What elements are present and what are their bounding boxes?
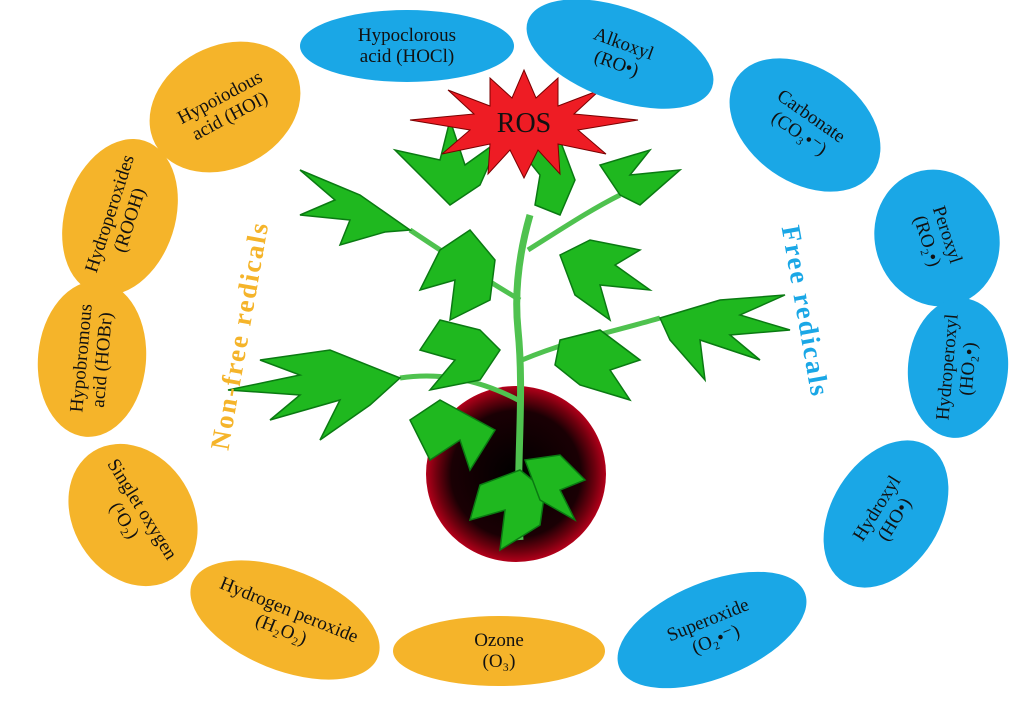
ros-diagram: ROS Non-free redicals Free redicals Hypo… xyxy=(0,0,1014,689)
hypoclorous-acid-oval: Hypoclorous acid (HOCl) xyxy=(300,10,514,82)
plant-leaves xyxy=(228,120,790,550)
ozone-formula: (O₃) xyxy=(483,651,516,672)
hydroperoxyl-formula: (HO₂•) xyxy=(956,341,982,396)
hypoclorous-acid-name: Hypoclorous xyxy=(358,25,456,46)
ozone-oval: Ozone (O₃) xyxy=(393,616,605,686)
ozone-name: Ozone xyxy=(474,630,524,651)
hypoclorous-acid-formula: acid (HOCl) xyxy=(360,46,454,67)
